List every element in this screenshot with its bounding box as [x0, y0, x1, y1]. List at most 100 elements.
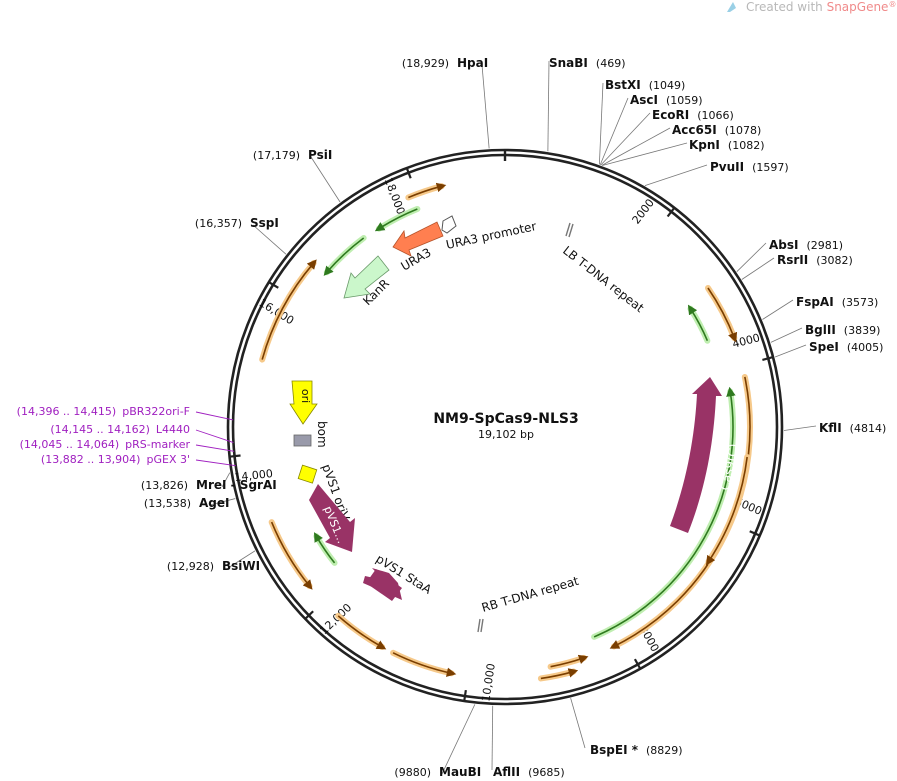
- orf-layer: [259, 182, 753, 682]
- orf-17700[interactable]: [374, 208, 418, 232]
- site-bspei-name: BspEI *: [590, 743, 639, 757]
- site-spei[interactable]: SpeI(4005): [774, 340, 884, 358]
- orf-10500[interactable]: [392, 652, 457, 677]
- site-maubi[interactable]: MauBI (9880): [394, 704, 481, 779]
- tick-mark-2000: [666, 207, 675, 218]
- site-ecori[interactable]: EcoRI (1066): [600, 108, 734, 166]
- snapgene-logo-icon: [727, 2, 736, 12]
- site-bspei-leader: [570, 698, 586, 749]
- site-bspei[interactable]: BspEI *(8829): [570, 698, 683, 757]
- site-kfli[interactable]: KflI(4814): [783, 421, 886, 435]
- feature-ura3-promoter[interactable]: URA3 promoter: [441, 215, 538, 252]
- site-kpni-pos: (1082): [728, 139, 765, 152]
- site-snabi-pos: (469): [596, 57, 626, 70]
- orf-18000[interactable]: [408, 182, 447, 199]
- pvs1-oriv-box: [297, 464, 318, 484]
- site-snabi[interactable]: SnaBI(469): [547, 56, 626, 152]
- site-kfli-leader: [783, 425, 817, 431]
- orf-16900[interactable]: [323, 237, 365, 276]
- site-aflii-leader: [491, 705, 494, 771]
- primer-pgex-3-name: pGEX 3': [146, 453, 190, 466]
- site-acc65i-leader: [601, 127, 671, 166]
- site-asci-leader: [599, 97, 629, 165]
- feature-lb-repeat[interactable]: LB T-DNA repeat: [560, 222, 647, 315]
- site-pvuii[interactable]: PvuII(1597): [644, 160, 789, 186]
- site-psii-pos: (17,179): [253, 149, 300, 162]
- site-sspi-name: SspI: [250, 216, 279, 230]
- primer-l4440-name: L4440: [156, 423, 190, 436]
- site-ecori-pos: (1066): [697, 109, 734, 122]
- site-pvuii-pos: (1597): [752, 161, 789, 174]
- site-bglii-name: BglII: [805, 323, 836, 337]
- site-maubi-name: MauBI: [439, 765, 481, 779]
- orf-12400[interactable]: [313, 532, 336, 564]
- site-bstxi-name: BstXI: [605, 78, 641, 92]
- site-acc65i[interactable]: Acc65I(1078): [601, 123, 761, 166]
- primer-l4440-pos: (14,145 .. 14,162): [50, 423, 150, 436]
- feature-bom[interactable]: bom: [293, 421, 329, 448]
- tick-label-10-000: 10,000: [479, 662, 498, 702]
- site-ecori-name: EcoRI: [652, 108, 689, 122]
- site-ecori-leader: [600, 112, 651, 166]
- feature-rb-repeat[interactable]: RB T-DNA repeat: [477, 574, 581, 633]
- orf-8900[interactable]: [550, 654, 589, 668]
- orf-10500-glow: [390, 649, 455, 677]
- orf-3200[interactable]: [687, 304, 709, 342]
- site-asci[interactable]: AscI (1059): [599, 93, 703, 165]
- site-mrei-sgrai-name: MreI - SgrAI: [196, 478, 277, 492]
- site-psii-name: PsiI: [308, 148, 332, 162]
- site-fspai-name: FspAI: [796, 295, 834, 309]
- primer-prs-marker-leader: [195, 444, 235, 452]
- site-kpni[interactable]: KpnI(1082): [602, 138, 765, 166]
- site-fspai[interactable]: FspAI(3573): [762, 295, 878, 320]
- snapgene-watermark: Created with SnapGene®: [727, 0, 896, 14]
- orf-6400[interactable]: [705, 456, 748, 566]
- site-hpai-name: HpaI: [457, 56, 488, 70]
- site-bsiwi[interactable]: BsiWI(12,928): [167, 550, 260, 573]
- site-asci-pos: (1059): [666, 94, 703, 107]
- backbone: [226, 148, 784, 706]
- site-spei-pos: (4005): [847, 341, 884, 354]
- site-maubi-leader: [441, 704, 476, 775]
- orf-cas9-green[interactable]: [593, 386, 736, 638]
- site-maubi-pos: (9880): [394, 766, 431, 779]
- watermark-prefix: Created with: [746, 0, 827, 14]
- site-rsrii-leader: [741, 257, 775, 280]
- bom-label: bom: [315, 421, 329, 448]
- primer-pbr322ori-f[interactable]: pBR322ori-F(14,396 .. 14,415): [17, 405, 234, 421]
- rb-repeat-mark-b: [480, 618, 484, 633]
- site-psii-leader: [310, 156, 341, 203]
- feature-ura3[interactable]: URA3: [392, 221, 444, 274]
- primer-pgex-3-leader: [195, 459, 236, 467]
- site-spei-leader: [774, 344, 807, 358]
- site-hpai-pos: (18,929): [402, 57, 449, 70]
- primer-l4440[interactable]: L4440 (14,145 .. 14,162): [50, 423, 234, 443]
- primer-prs-marker[interactable]: pRS-marker(14,045 .. 14,064): [20, 438, 235, 452]
- site-sspi[interactable]: SspI(16,357): [195, 216, 287, 255]
- plasmid-name: NM9-SpCas9-NLS3: [433, 411, 578, 427]
- lb-repeat-mark-a: [565, 222, 571, 237]
- site-absi[interactable]: AbsI(2981): [736, 238, 843, 272]
- primer-pgex-3[interactable]: pGEX 3'(13,882 .. 13,904): [41, 453, 236, 467]
- site-bglii[interactable]: BglII(3839): [770, 323, 880, 343]
- cas9-label: Cas9(C): [718, 442, 742, 491]
- orf-11500[interactable]: [337, 615, 387, 650]
- site-bstxi[interactable]: BstXI(1049): [598, 78, 685, 165]
- orf-3400[interactable]: [707, 287, 738, 343]
- watermark-reg: ®: [888, 0, 896, 9]
- site-hpai[interactable]: HpaI (18,929): [402, 56, 490, 149]
- site-rsrii[interactable]: RsrII(3082): [741, 253, 853, 280]
- site-mrei-sgrai-leader: [221, 472, 231, 488]
- site-aflii[interactable]: AflII(9685): [491, 705, 565, 779]
- site-agei[interactable]: AgeI(13,538): [144, 496, 236, 510]
- orf-12700[interactable]: [270, 521, 313, 590]
- feature-kanr[interactable]: KanR: [343, 255, 392, 308]
- tick-mark-14-000: [230, 454, 241, 458]
- orf-8600[interactable]: [540, 668, 579, 680]
- feature-ori[interactable]: ori: [289, 380, 318, 425]
- site-mrei-sgrai[interactable]: MreI - SgrAI(13,826): [141, 472, 277, 492]
- site-psii[interactable]: PsiI (17,179): [253, 148, 341, 203]
- orf-15500[interactable]: [261, 259, 317, 360]
- feature-pvs1-staa[interactable]: pVS1 StaA: [363, 552, 435, 601]
- site-asci-name: AscI: [630, 93, 658, 107]
